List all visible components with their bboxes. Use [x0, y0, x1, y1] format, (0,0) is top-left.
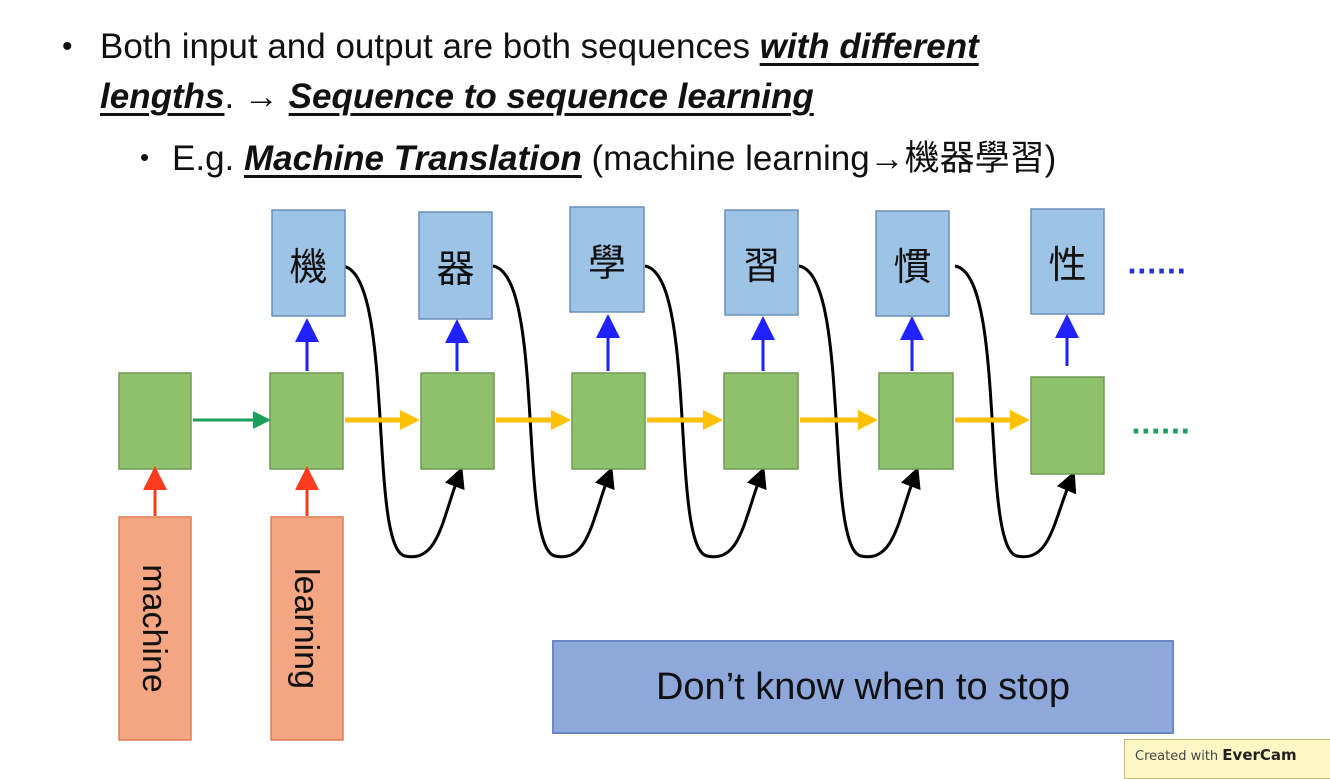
hidden-box-7 — [1030, 376, 1105, 475]
input-token-1: machine — [135, 564, 173, 693]
input-box-1 — [118, 516, 192, 741]
output-ellipsis: ······ — [1127, 257, 1186, 287]
output-token-4: 習 — [742, 244, 780, 288]
emphasis-lengths: lengths — [100, 77, 225, 116]
feedback-curve-5 — [954, 264, 1077, 559]
bullet-1-arrow-text: . → — [224, 77, 289, 116]
hidden-box-4 — [571, 372, 646, 470]
emphasis-machine-translation: Machine Translation — [243, 139, 582, 178]
emphasis-seq2seq: Sequence to sequence learning — [288, 77, 814, 116]
output-box-3 — [569, 206, 645, 313]
output-arrows — [295, 314, 1079, 371]
bullet-1-text: Both input and output are both sequences — [100, 27, 760, 66]
evercam-watermark: Created with EverCam — [1124, 739, 1330, 779]
output-box-4 — [724, 209, 799, 316]
feedback-curve-4 — [798, 264, 921, 559]
hidden-box-3 — [420, 372, 495, 470]
stop-callout-text: Don’t know when to stop — [655, 665, 1070, 708]
feedback-curves — [342, 264, 1077, 559]
output-tokens: 機 器 學 習 慣 性 — [271, 206, 1105, 320]
output-token-1: 機 — [289, 245, 327, 289]
bullet-1-line-1: Both input and output are both sequences… — [100, 22, 979, 72]
output-token-3: 學 — [588, 241, 626, 285]
output-token-6: 性 — [1048, 243, 1086, 287]
feedback-curve-1 — [342, 264, 465, 559]
output-token-5: 慣 — [893, 245, 931, 289]
output-box-5 — [875, 210, 950, 317]
hidden-box-5 — [723, 372, 799, 470]
input-box-2 — [270, 516, 344, 741]
bullet-2-suffix: (machine learning→機器學習) — [581, 139, 1057, 178]
bullet-dot-1: • — [62, 30, 73, 63]
hidden-box-1 — [118, 372, 192, 470]
stop-callout-box: Don’t know when to stop — [552, 640, 1174, 734]
bullet-2: E.g. Machine Translation (machine learni… — [172, 134, 1056, 184]
hidden-box-6 — [878, 372, 954, 470]
output-box-6 — [1030, 208, 1105, 315]
bullet-dot-2: • — [140, 142, 150, 172]
bullet-1-line-2: lengths. → Sequence to sequence learning — [100, 72, 814, 122]
feedback-curve-3 — [644, 264, 767, 559]
watermark-prefix: Created with — [1135, 749, 1223, 764]
watermark-brand: EverCam — [1222, 746, 1297, 764]
bullet-2-prefix: E.g. — [172, 139, 244, 178]
hidden-ellipsis: ······ — [1131, 417, 1190, 447]
hidden-states — [118, 372, 1105, 475]
feedback-curve-2 — [492, 264, 615, 559]
output-token-2: 器 — [436, 247, 474, 291]
input-arrows — [143, 466, 319, 516]
input-tokens: machine learning — [118, 516, 344, 741]
emphasis-with-different: with different — [759, 27, 979, 66]
hidden-box-2 — [269, 372, 344, 470]
input-token-2: learning — [287, 568, 325, 689]
output-box-1 — [271, 209, 346, 317]
output-box-2 — [418, 211, 493, 320]
